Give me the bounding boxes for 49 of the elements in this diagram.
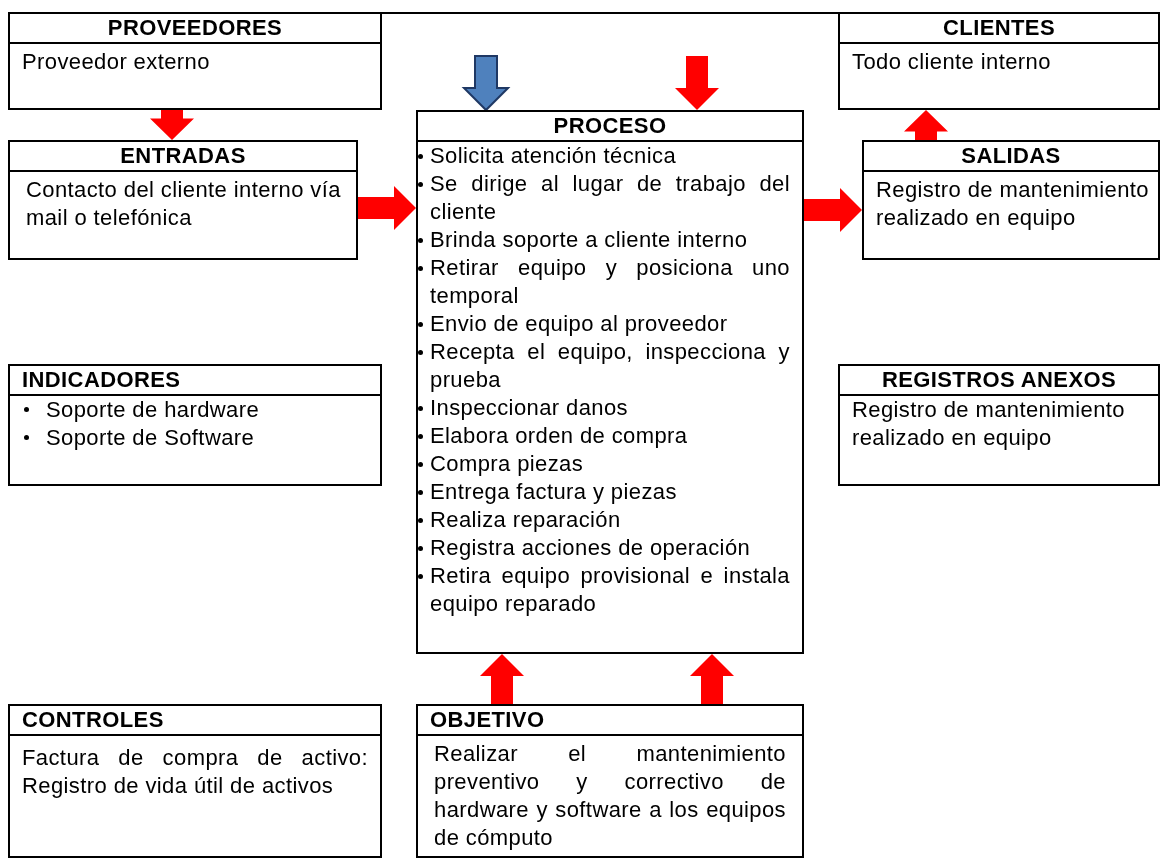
box-text: Todo cliente interno — [852, 49, 1051, 74]
process-box — [8, 140, 358, 260]
process-box — [416, 110, 804, 654]
block-arrow — [358, 186, 416, 230]
process-box — [8, 364, 382, 486]
list-item: Compra piezas — [430, 450, 585, 478]
box-text: Proveedor externo — [22, 49, 210, 74]
box-text: Realizar el mantenimiento preventivo y correctivo de hardware y software a los equipos de cómputo — [434, 741, 786, 850]
list-item: Elabora orden de compra — [430, 422, 689, 450]
process-box — [862, 140, 1160, 260]
box-heading: OBJETIVO — [418, 706, 802, 736]
block-arrow — [480, 654, 524, 704]
process-box — [8, 704, 382, 858]
box-heading: PROCESO — [418, 112, 802, 142]
box-text: Contacto del cliente interno vía mail o telefónica — [26, 177, 341, 230]
box-heading: CLIENTES — [840, 14, 1158, 44]
list-item: Entrega factura y piezas — [430, 478, 678, 506]
connector-line — [381, 12, 839, 14]
process-box — [838, 364, 1160, 486]
block-arrow — [461, 55, 511, 112]
list-item: Retira equipo provisional e instala equipo reparado — [430, 562, 790, 618]
box-heading: ENTRADAS — [10, 142, 356, 172]
box-heading: PROVEEDORES — [10, 14, 380, 44]
list-item: Recepta el equipo, inspecciona y prueba — [430, 338, 790, 394]
block-arrow — [675, 56, 719, 110]
list-item: Envio de equipo al proveedor — [430, 310, 729, 338]
process-box — [8, 12, 382, 110]
block-arrow — [150, 110, 194, 140]
list-item: Brinda soporte a cliente interno — [430, 226, 749, 254]
block-arrow — [690, 654, 734, 704]
list-item: Se dirige al lugar de trabajo del cliente — [430, 170, 790, 226]
list-item: Solicita atención técnica — [430, 142, 678, 170]
box-text: Factura de compra de activo: Registro de vida útil de activos — [22, 745, 368, 798]
list-item: Retirar equipo y posiciona uno temporal — [430, 254, 790, 310]
list-item: Soporte de Software — [46, 425, 255, 450]
block-arrow — [804, 188, 862, 232]
list-item: Registra acciones de operación — [430, 534, 752, 562]
box-heading: SALIDAS — [864, 142, 1158, 172]
box-heading: CONTROLES — [10, 706, 380, 736]
process-box — [416, 704, 804, 858]
block-arrow — [904, 110, 948, 140]
box-text: Registro de mantenimiento realizado en equipo — [876, 177, 1149, 230]
list-item: Realiza reparación — [430, 506, 622, 534]
list-item: Inspeccionar danos — [430, 394, 629, 422]
box-text: Registro de mantenimiento realizado en equipo — [852, 397, 1125, 450]
process-box — [838, 12, 1160, 110]
box-heading: INDICADORES — [10, 366, 380, 396]
list-item: Soporte de hardware — [46, 397, 260, 422]
box-heading: REGISTROS ANEXOS — [840, 366, 1158, 396]
